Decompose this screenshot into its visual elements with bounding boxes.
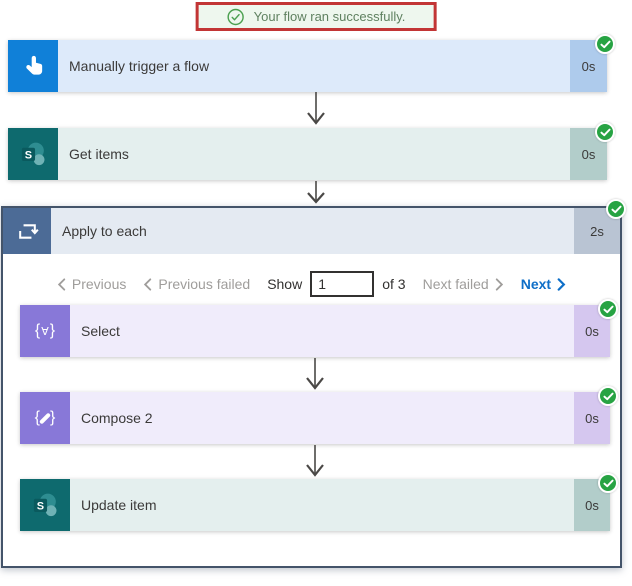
success-check-badge bbox=[595, 122, 615, 142]
action-card-select[interactable]: {∀} Select 0s bbox=[20, 299, 618, 357]
success-banner-text: Your flow ran successfully. bbox=[253, 9, 406, 24]
success-check-badge bbox=[598, 299, 618, 319]
apply-to-each-title: Apply to each bbox=[51, 208, 574, 254]
action-card-title: Compose 2 bbox=[70, 392, 574, 444]
success-banner: Your flow ran successfully. bbox=[195, 2, 437, 31]
compose-braces-icon: {} bbox=[20, 392, 70, 444]
action-duration: 0s bbox=[574, 305, 610, 357]
svg-text:S: S bbox=[24, 149, 31, 161]
action-card-title: Get items bbox=[58, 128, 570, 180]
connector-arrow-icon bbox=[302, 358, 328, 396]
action-card-title: Select bbox=[70, 305, 574, 357]
sharepoint-icon: S bbox=[8, 128, 58, 180]
sharepoint-icon: S bbox=[20, 479, 70, 531]
of-total-label: of 3 bbox=[382, 276, 406, 292]
svg-text:S: S bbox=[36, 500, 43, 512]
action-duration: 0s bbox=[574, 392, 610, 444]
chevron-right-icon bbox=[495, 277, 503, 291]
apply-to-each-scope: Apply to each 2s Previous Previous faile… bbox=[1, 199, 626, 568]
select-braces-icon: {∀} bbox=[20, 305, 70, 357]
chevron-right-icon bbox=[557, 277, 566, 291]
action-card-title: Update item bbox=[70, 479, 574, 531]
iteration-pager: Previous Previous failed Show of 3 Next … bbox=[3, 270, 620, 298]
action-card-compose-2[interactable]: {} Compose 2 0s bbox=[20, 386, 618, 444]
next-button[interactable]: Next bbox=[521, 276, 566, 292]
hand-tap-icon bbox=[8, 40, 58, 92]
previous-failed-button[interactable]: Previous failed bbox=[143, 276, 250, 292]
show-label: Show bbox=[267, 276, 303, 292]
next-failed-button[interactable]: Next failed bbox=[423, 276, 504, 292]
connector-arrow-icon bbox=[302, 445, 328, 483]
chevron-left-icon bbox=[144, 277, 152, 291]
loop-icon bbox=[3, 208, 51, 254]
trigger-card-manually-trigger-a-flow[interactable]: Manually trigger a flow 0s bbox=[8, 34, 615, 92]
trigger-card-title: Manually trigger a flow bbox=[58, 40, 570, 92]
apply-to-each-header[interactable]: Apply to each 2s bbox=[3, 208, 620, 254]
chevron-left-icon bbox=[57, 277, 66, 291]
iteration-index-input[interactable] bbox=[310, 271, 375, 297]
success-check-badge bbox=[606, 199, 626, 219]
success-check-badge bbox=[595, 34, 615, 54]
success-check-badge bbox=[598, 386, 618, 406]
action-card-get-items[interactable]: S Get items 0s bbox=[8, 122, 615, 180]
check-circle-icon bbox=[227, 8, 245, 26]
connector-arrow-icon bbox=[303, 92, 329, 131]
connector-arrow-icon bbox=[303, 181, 329, 210]
previous-button[interactable]: Previous bbox=[57, 276, 126, 292]
success-check-badge bbox=[598, 473, 618, 493]
action-card-update-item[interactable]: S Update item 0s bbox=[20, 473, 618, 531]
